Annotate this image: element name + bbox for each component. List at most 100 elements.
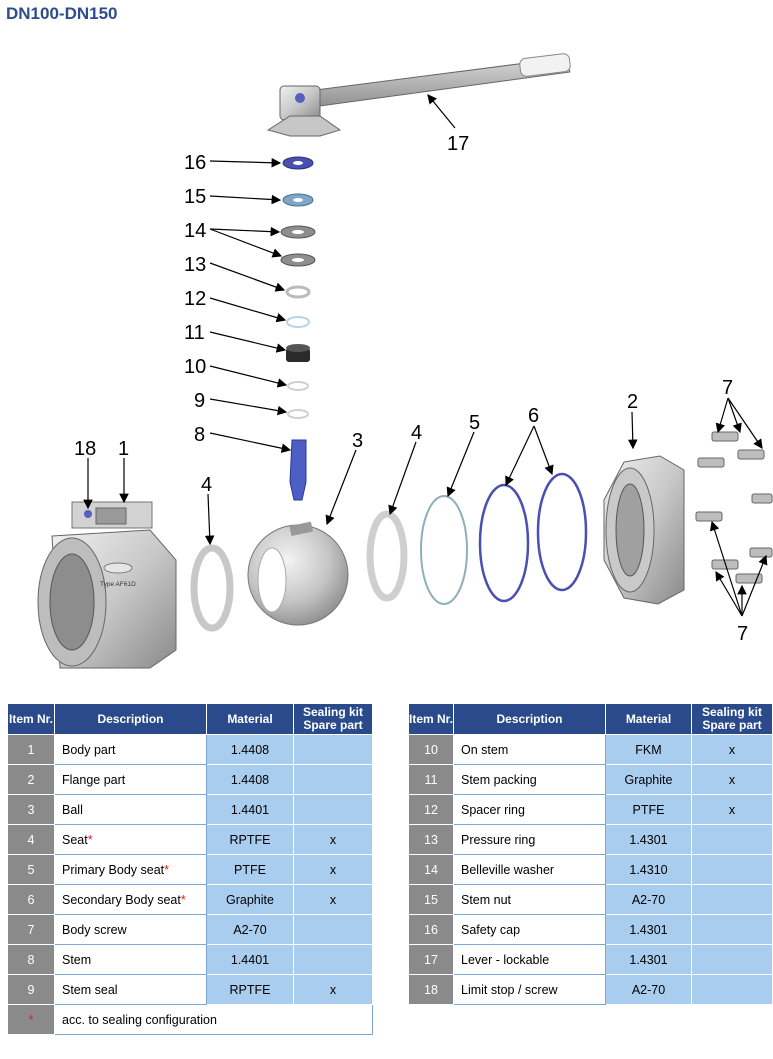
material-cell: 1.4401 [206, 944, 294, 975]
material-cell: Graphite [605, 764, 692, 795]
stem-parts-stack [280, 156, 316, 501]
parts-table-right: Item Nr. Description Material Sealing ki… [408, 703, 773, 1005]
callout-7-bottom: 7 [737, 623, 748, 645]
footnote-symbol: * [7, 1004, 55, 1035]
item-nr-cell: 12 [408, 794, 454, 825]
callout-5: 5 [469, 412, 480, 434]
description-cell: Pressure ring [453, 824, 606, 855]
footnote-row: *acc. to sealing configuration [7, 1004, 373, 1035]
description-cell: Ball [54, 794, 207, 825]
description-text: Seat [62, 832, 88, 847]
description-cell: Limit stop / screw [453, 974, 606, 1005]
lever-part [266, 53, 571, 137]
description-text: Body screw [62, 922, 127, 937]
sealing-kit-cell [691, 914, 773, 945]
description-cell: Body part [54, 734, 207, 765]
parts-table-left: Item Nr. Description Material Sealing ki… [7, 703, 373, 1035]
exploded-view-diagram: Type AF61D [37, 53, 773, 669]
sealing-kit-cell [691, 854, 773, 885]
callout-7-top: 7 [722, 377, 733, 399]
material-cell: 1.4401 [206, 794, 294, 825]
callout-13: 13 [184, 254, 206, 276]
description-cell: Belleville washer [453, 854, 606, 885]
callout-1: 1 [118, 438, 129, 460]
callout-4-left: 4 [201, 474, 212, 496]
table-row: 17 Lever - lockable 1.4301 [408, 944, 773, 975]
material-cell: 1.4301 [605, 824, 692, 855]
item-nr-cell: 14 [408, 854, 454, 885]
header-material: Material [206, 703, 294, 735]
callout-4-right: 4 [411, 422, 422, 444]
item-nr-cell: 8 [7, 944, 55, 975]
flange-part [603, 455, 685, 605]
sealing-kit-cell: x [691, 734, 773, 765]
seal-config-star: * [87, 832, 93, 847]
description-text: Stem [62, 952, 92, 967]
description-text: On stem [461, 742, 509, 757]
item-nr-cell: 15 [408, 884, 454, 915]
header-material: Material [605, 703, 692, 735]
item-nr-cell: 11 [408, 764, 454, 795]
callout-11: 11 [184, 322, 205, 344]
material-cell: 1.4301 [605, 944, 692, 975]
description-text: Spacer ring [461, 802, 525, 817]
header-item-nr: Item Nr. [408, 703, 454, 735]
description-text: Lever - lockable [461, 952, 550, 967]
material-cell: Graphite [206, 884, 294, 915]
callout-17: 17 [447, 133, 469, 155]
item-nr-cell: 5 [7, 854, 55, 885]
description-text: Ball [62, 802, 83, 817]
ball-part [247, 521, 349, 626]
body-label: Type AF61D [100, 581, 136, 588]
header-description: Description [54, 703, 207, 735]
description-text: Primary Body seat [62, 862, 165, 877]
sealing-kit-cell [293, 794, 373, 825]
description-cell: Stem packing [453, 764, 606, 795]
material-cell: PTFE [206, 854, 294, 885]
header-description: Description [453, 703, 606, 735]
callout-18: 18 [74, 438, 96, 460]
page-title: DN100-DN150 [6, 4, 118, 23]
description-text: Stem seal [62, 982, 118, 997]
callout-6: 6 [528, 405, 539, 427]
material-cell: A2-70 [206, 914, 294, 945]
description-text: Secondary Body seat [62, 892, 181, 907]
item-nr-cell: 17 [408, 944, 454, 975]
sealing-kit-cell [293, 734, 373, 765]
item-nr-cell: 9 [7, 974, 55, 1005]
material-cell: PTFE [605, 794, 692, 825]
sealing-kit-cell [691, 824, 773, 855]
material-cell: A2-70 [605, 974, 692, 1005]
seal-config-star: * [180, 892, 186, 907]
callout-16: 16 [184, 152, 206, 174]
header-sealing-kit: Sealing kit Spare part [293, 703, 373, 735]
description-cell: Body screw [54, 914, 207, 945]
item-nr-cell: 10 [408, 734, 454, 765]
sealing-kit-cell: x [691, 794, 773, 825]
item-nr-cell: 1 [7, 734, 55, 765]
sealing-kit-cell: x [691, 764, 773, 795]
description-cell: Safety cap [453, 914, 606, 945]
material-cell: RPTFE [206, 974, 294, 1005]
secondary-body-seat-2 [536, 472, 588, 592]
seat-right [366, 510, 408, 602]
callout-14: 14 [184, 220, 206, 242]
item-nr-cell: 2 [7, 764, 55, 795]
seat-left [190, 544, 234, 632]
sealing-kit-cell [293, 764, 373, 795]
item-nr-cell: 18 [408, 974, 454, 1005]
item-nr-cell: 16 [408, 914, 454, 945]
body-part: Type AF61D [37, 501, 177, 669]
